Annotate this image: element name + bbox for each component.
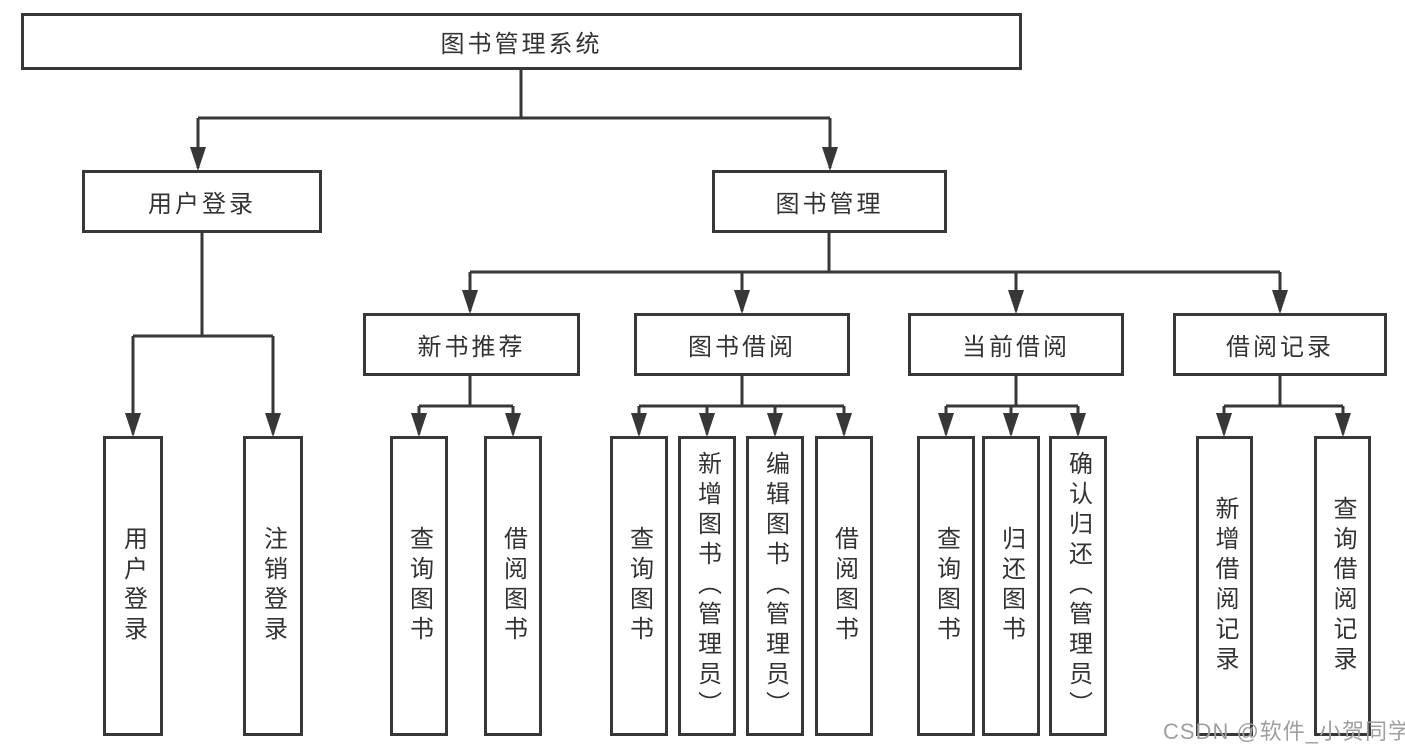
node-label: 查询图书 [405,526,433,646]
arrowhead-icons [125,147,1351,437]
leaf-logout: 注销登录 [243,436,303,736]
node-label: 用户登录 [119,526,147,646]
node-label: 用户登录 [148,191,256,218]
leaf-borrow-books: 借阅图书 [484,436,542,736]
leaf-confirm-return-admin: 确认归还（管理员） [1049,436,1107,736]
leaf-query-books: 查询图书 [610,436,668,736]
node-label: 编辑图书（管理员） [761,451,789,721]
node-label: 借阅图书 [830,526,858,646]
node-label: 查询图书 [625,526,653,646]
node-label: 注销登录 [259,526,287,646]
node-label: 借阅图书 [499,526,527,646]
node-new-book-recommend: 新书推荐 [363,313,580,376]
leaf-borrow-books: 借阅图书 [815,436,873,736]
node-book-management-branch: 图书管理 [712,170,947,233]
node-book-borrowing: 图书借阅 [634,313,850,376]
leaf-add-books-admin: 新增图书（管理员） [678,436,736,736]
node-borrowing-records: 借阅记录 [1173,313,1387,376]
connector-paths [131,70,1345,434]
csdn-watermark: CSDN @软件_小贺同学 [1163,719,1405,744]
leaf-user-login: 用户登录 [103,436,163,736]
node-label: 新增借阅记录 [1211,496,1238,676]
node-label: 图书借阅 [688,334,796,361]
leaf-return-books: 归还图书 [982,436,1040,736]
node-label: 图书管理 [775,191,884,218]
leaf-query-books: 查询图书 [390,436,448,736]
node-label: 新书推荐 [417,334,526,361]
node-label: 确认归还（管理员） [1064,451,1092,721]
leaf-edit-books-admin: 编辑图书（管理员） [746,436,804,736]
leaf-add-borrow-record: 新增借阅记录 [1196,436,1253,736]
node-label: 查询图书 [932,526,960,646]
node-label: 当前借阅 [962,334,1070,361]
node-user-login-branch: 用户登录 [82,170,322,233]
node-label: 查询借阅记录 [1329,496,1356,676]
leaf-query-borrow-record: 查询借阅记录 [1314,436,1371,736]
node-label: 归还图书 [997,526,1025,646]
node-root-library-system: 图书管理系统 [21,13,1022,70]
node-label: 借阅记录 [1226,334,1334,361]
node-label: 新增图书（管理员） [693,451,721,721]
node-label: 图书管理系统 [440,31,603,58]
node-current-borrowing: 当前借阅 [908,313,1124,376]
leaf-query-books: 查询图书 [917,436,975,736]
